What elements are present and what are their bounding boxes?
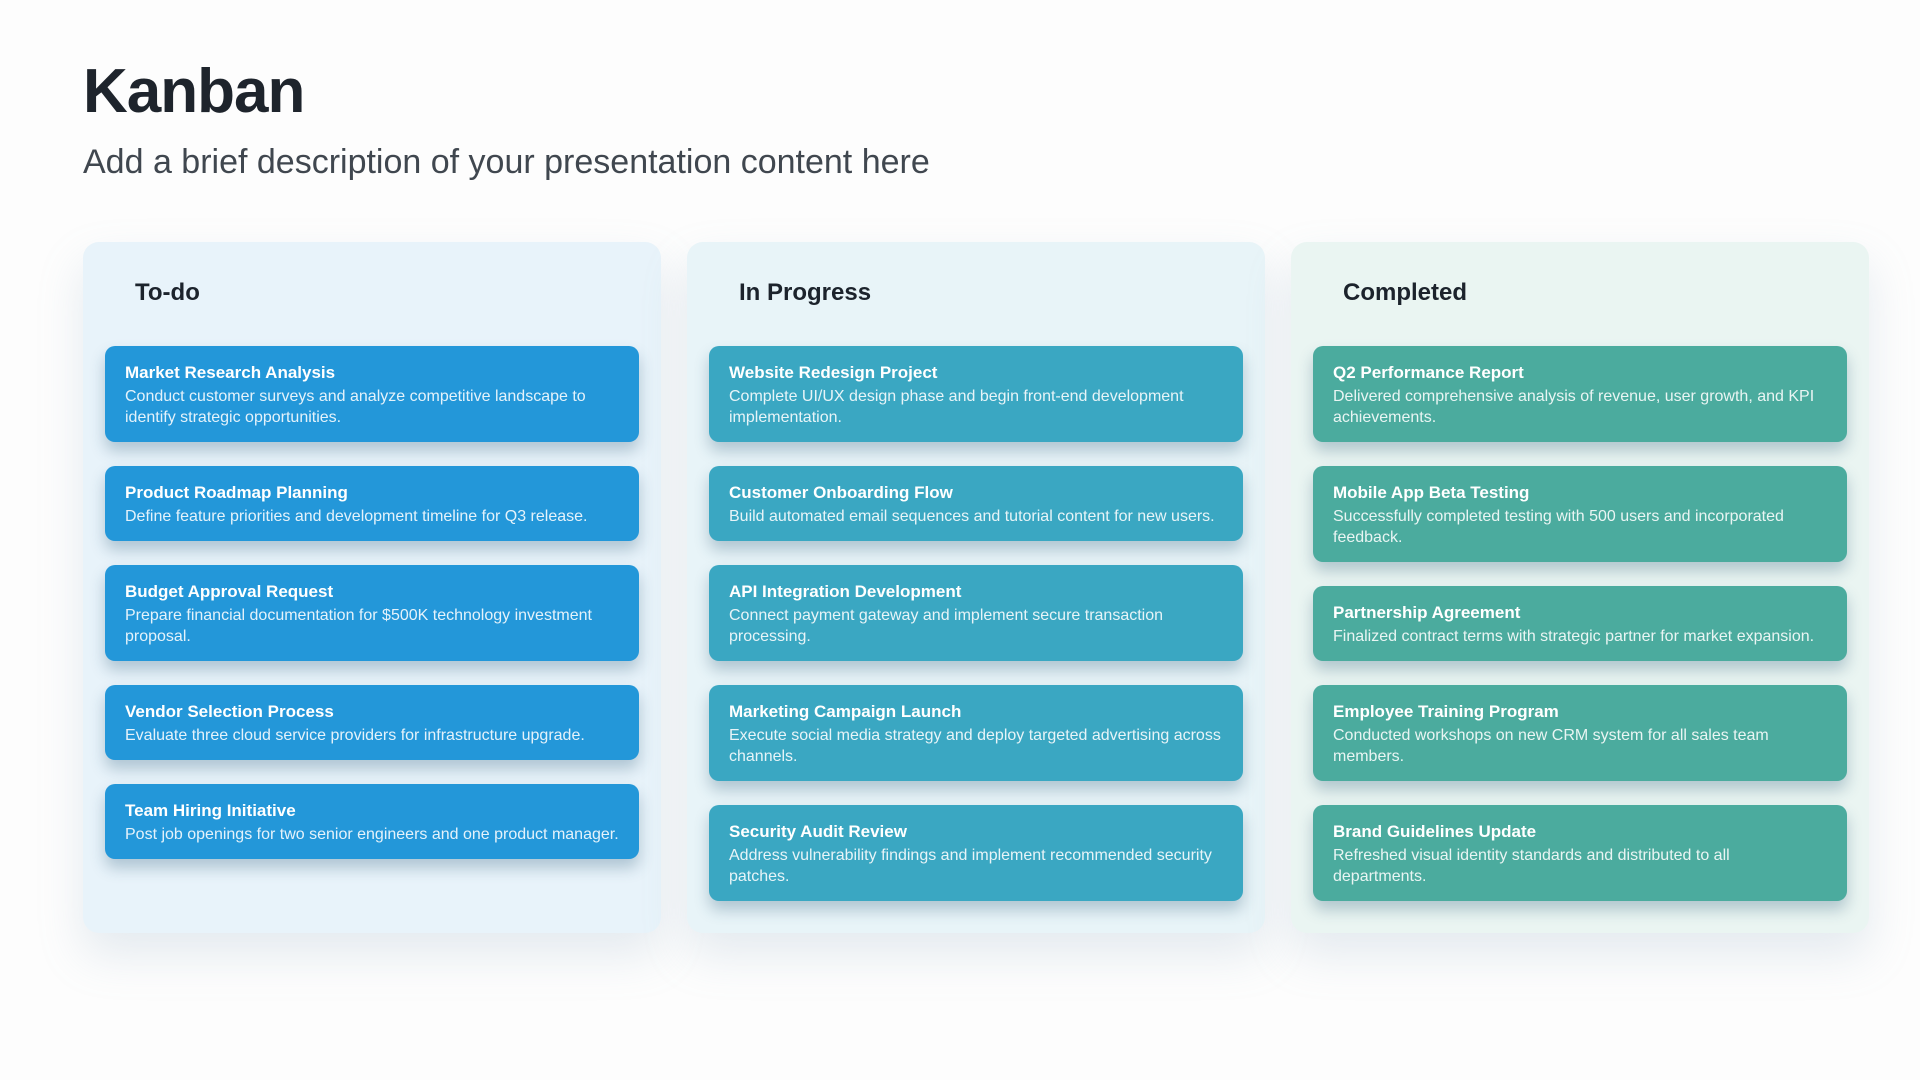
card-description: Evaluate three cloud service providers f… (125, 727, 585, 744)
kanban-card[interactable]: Product Roadmap Planning Define feature … (105, 466, 639, 541)
kanban-card[interactable]: Website Redesign Project Complete UI/UX … (709, 346, 1243, 442)
card-title: Customer Onboarding Flow (729, 483, 953, 502)
page-title: Kanban (83, 57, 305, 126)
kanban-card[interactable]: Q2 Performance Report Delivered comprehe… (1313, 346, 1847, 442)
column-title: Completed (1343, 279, 1468, 306)
card-title: Brand Guidelines Update (1333, 822, 1537, 841)
card-title: Product Roadmap Planning (125, 483, 348, 502)
card-description: Successfully completed testing with 500 … (1333, 508, 1784, 546)
card-list: Website Redesign Project Complete UI/UX … (709, 346, 1243, 901)
card-description: Delivered comprehensive analysis of reve… (1333, 388, 1815, 426)
card-description: Conduct customer surveys and analyze com… (125, 388, 586, 426)
card-title: Partnership Agreement (1333, 603, 1521, 622)
kanban-card[interactable]: API Integration Development Connect paym… (709, 565, 1243, 661)
card-description: Prepare financial documentation for $500… (125, 607, 592, 645)
card-description: Address vulnerability findings and imple… (729, 847, 1212, 885)
kanban-card[interactable]: Partnership Agreement Finalized contract… (1313, 586, 1847, 661)
card-title: Budget Approval Request (125, 582, 334, 601)
kanban-card[interactable]: Security Audit Review Address vulnerabil… (709, 805, 1243, 901)
column-title: To-do (135, 279, 200, 306)
kanban-card[interactable]: Employee Training Program Conducted work… (1313, 685, 1847, 781)
kanban-card[interactable]: Team Hiring Initiative Post job openings… (105, 784, 639, 859)
card-description: Complete UI/UX design phase and begin fr… (729, 388, 1184, 426)
card-description: Define feature priorities and developmen… (125, 508, 588, 525)
kanban-card[interactable]: Brand Guidelines Update Refreshed visual… (1313, 805, 1847, 901)
column-completed: Completed Q2 Performance Report Delivere… (1291, 242, 1869, 933)
card-list: Q2 Performance Report Delivered comprehe… (1313, 346, 1847, 901)
kanban-card[interactable]: Mobile App Beta Testing Successfully com… (1313, 466, 1847, 562)
kanban-board: To-do Market Research Analysis Conduct c… (83, 242, 1870, 933)
card-description: Execute social media strategy and deploy… (729, 727, 1221, 765)
card-title: Q2 Performance Report (1333, 363, 1524, 382)
kanban-card[interactable]: Customer Onboarding Flow Build automated… (709, 466, 1243, 541)
card-title: Market Research Analysis (125, 363, 336, 382)
kanban-card[interactable]: Budget Approval Request Prepare financia… (105, 565, 639, 661)
column-title: In Progress (739, 279, 872, 306)
card-description: Post job openings for two senior enginee… (125, 826, 619, 843)
card-description: Refreshed visual identity standards and … (1333, 847, 1730, 885)
page-subtitle: Add a brief description of your presenta… (83, 143, 930, 181)
kanban-card[interactable]: Vendor Selection Process Evaluate three … (105, 685, 639, 760)
card-list: Market Research Analysis Conduct custome… (105, 346, 639, 859)
card-title: Security Audit Review (729, 822, 907, 841)
card-description: Build automated email sequences and tuto… (729, 508, 1215, 525)
card-description: Conducted workshops on new CRM system fo… (1333, 727, 1769, 765)
card-title: Website Redesign Project (729, 363, 938, 382)
card-title: API Integration Development (729, 582, 962, 601)
card-description: Finalized contract terms with strategic … (1333, 628, 1815, 645)
column-in-progress: In Progress Website Redesign Project Com… (687, 242, 1265, 933)
card-title: Mobile App Beta Testing (1333, 483, 1530, 502)
page-header: Kanban Add a brief description of your p… (83, 56, 1870, 184)
card-title: Team Hiring Initiative (125, 801, 296, 820)
column-todo: To-do Market Research Analysis Conduct c… (83, 242, 661, 933)
kanban-card[interactable]: Market Research Analysis Conduct custome… (105, 346, 639, 442)
card-description: Connect payment gateway and implement se… (729, 607, 1164, 645)
card-title: Employee Training Program (1333, 702, 1559, 721)
card-title: Vendor Selection Process (125, 702, 334, 721)
card-title: Marketing Campaign Launch (729, 702, 962, 721)
kanban-card[interactable]: Marketing Campaign Launch Execute social… (709, 685, 1243, 781)
